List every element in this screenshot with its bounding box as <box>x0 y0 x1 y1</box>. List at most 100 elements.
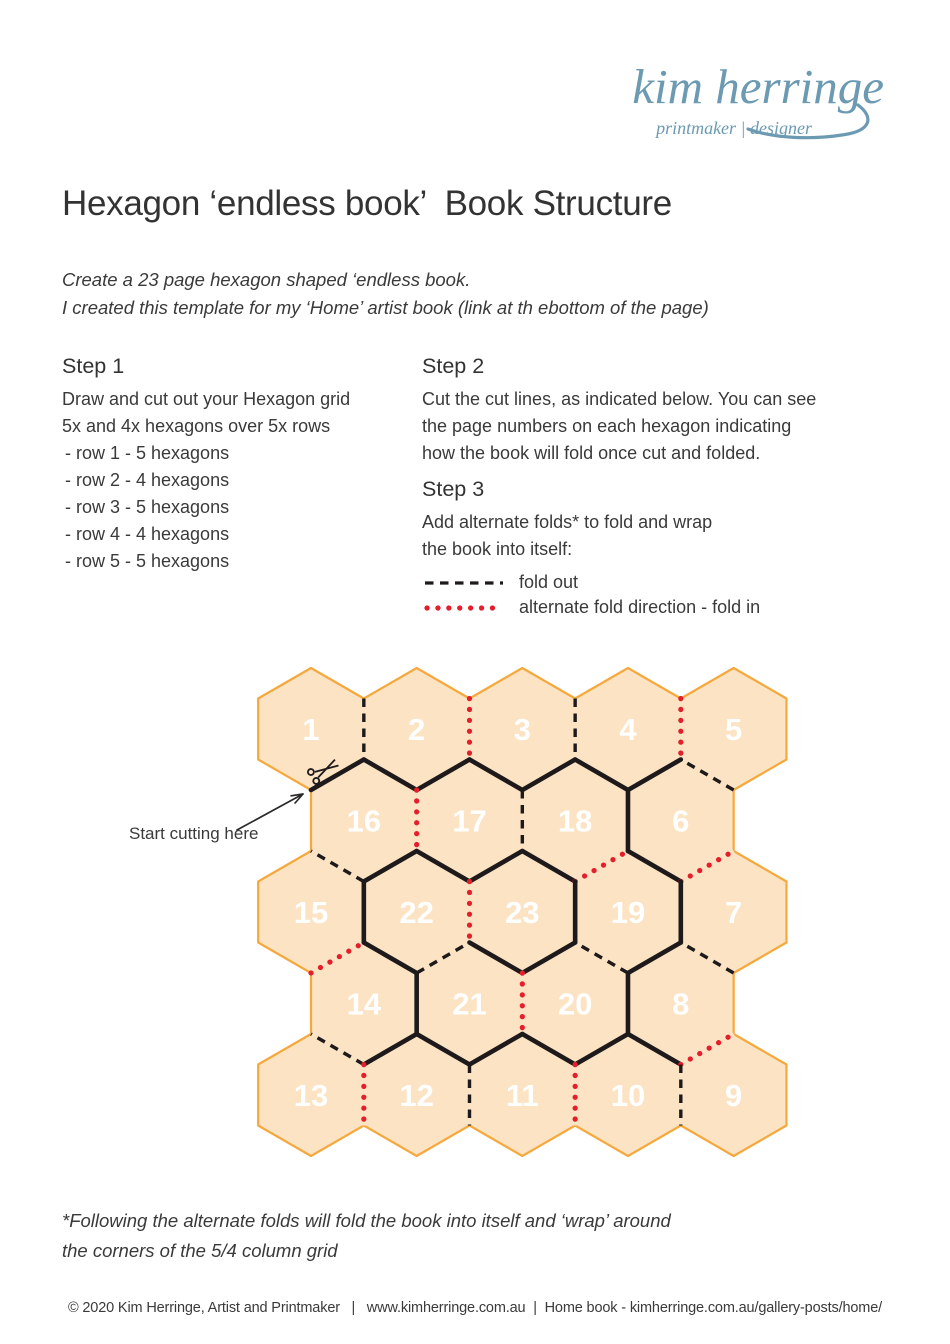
edge-18-23-cut <box>520 848 578 884</box>
step1-row-item-3: - row 3 - 5 hexagons <box>65 497 230 517</box>
edge-23-20-cut <box>520 940 578 976</box>
hexagon-outline-15 <box>257 849 365 975</box>
edge-16-22-cut <box>361 848 419 884</box>
edge-1-16-cut <box>308 757 367 793</box>
hexagon-outline-11 <box>468 1032 577 1158</box>
hexagon-9 <box>680 1034 787 1156</box>
hexagon-19 <box>575 851 681 973</box>
hexagon-3 <box>469 668 576 790</box>
hex-number-7: 7 <box>725 895 742 930</box>
start-cutting-label: Start cutting here <box>129 824 258 843</box>
edge-2-17-cut <box>414 757 472 793</box>
annotations: Start cutting here <box>129 759 339 843</box>
legend-fold-out-label: fold out <box>519 572 579 592</box>
edge-16-2-cut <box>361 757 419 793</box>
hexagon-13 <box>258 1034 364 1156</box>
fold-in-dots-sample-icon <box>424 604 505 611</box>
edge-4-6-cut <box>625 757 684 793</box>
step3-section: Step 3 Add alternate folds* to fold and … <box>422 477 712 563</box>
edge-20-11-cut <box>520 1031 578 1067</box>
hexagon-14 <box>311 942 417 1065</box>
hexagon-outline-23 <box>468 849 577 975</box>
hex-number-14: 14 <box>347 987 382 1022</box>
logo-tagline: printmaker | designer <box>656 118 812 138</box>
edge-3-18-cut <box>520 757 578 793</box>
footnote-line-1: *Following the alternate folds will fold… <box>62 1210 671 1231</box>
hex-number-13: 13 <box>294 1078 328 1113</box>
hexagon-outline-6 <box>626 758 735 883</box>
step2-line-3: how the book will fold once cut and fold… <box>422 443 761 463</box>
hexagon-21 <box>416 942 523 1065</box>
hexagon-outline-21 <box>415 941 524 1066</box>
hex-number-9: 9 <box>725 1078 742 1113</box>
hexagon-outline-5 <box>679 666 788 792</box>
hexagon-outline-18 <box>521 758 630 883</box>
hexagon-22 <box>363 851 470 973</box>
intro-text: Create a 23 page hexagon shaped ‘endless… <box>62 266 709 322</box>
step3-line-1: Add alternate folds* to fold and wrap <box>422 512 713 532</box>
hex-number-8: 8 <box>672 987 689 1022</box>
fold-out-dash-sample-icon <box>425 580 503 585</box>
hexagon-outline-10 <box>574 1032 682 1158</box>
step2-heading: Step 2 <box>422 354 485 378</box>
legend-fold-in-row: alternate fold direction - fold in <box>422 597 760 618</box>
edge-14-13-fold-out <box>310 1032 365 1066</box>
step1-heading: Step 1 <box>62 354 125 378</box>
hex-number-4: 4 <box>619 712 637 747</box>
edge-20-10-cut <box>572 1031 631 1067</box>
hexagon-7 <box>680 851 787 973</box>
footnote-text: *Following the alternate folds will fold… <box>62 1206 671 1266</box>
hex-number-22: 22 <box>399 895 433 930</box>
edge-17-23-cut <box>467 848 525 884</box>
hex-number-21: 21 <box>452 987 486 1022</box>
edge-6-7-fold-in <box>678 848 737 885</box>
hexagon-20 <box>522 942 628 1065</box>
hexagon-1 <box>258 668 364 790</box>
hexagon-outline-7 <box>679 849 788 975</box>
hex-number-10: 10 <box>611 1078 645 1113</box>
hex-outlines <box>257 666 788 1158</box>
edge-16-15-fold-out <box>310 849 365 883</box>
hexagon-outline-2 <box>362 666 471 792</box>
page-title: Hexagon ‘endless book’ Book Structure <box>62 184 672 223</box>
step2-section: Step 2 Cut the cut lines, as indicated b… <box>422 354 862 467</box>
edge-22-21-fold-out <box>415 941 471 975</box>
hexagon-outline-4 <box>574 666 682 792</box>
hexagon-outline-3 <box>468 666 577 792</box>
logo-swoosh-icon <box>746 103 870 140</box>
hex-number-19: 19 <box>611 895 645 930</box>
legend-fold-in-label: alternate fold direction - fold in <box>519 597 761 617</box>
hexagon-outline-9 <box>679 1032 788 1158</box>
hex-number-12: 12 <box>399 1078 433 1113</box>
hex-number-11: 11 <box>506 1078 539 1113</box>
hex-number-6: 6 <box>672 804 689 839</box>
edge-18-19-fold-in <box>572 848 631 885</box>
hexagon-15 <box>258 851 364 973</box>
hexagon-4 <box>575 668 681 790</box>
hex-number-20: 20 <box>558 987 592 1022</box>
legend-fold-out-row: fold out <box>422 572 578 593</box>
step1-row-item-1: - row 1 - 5 hexagons <box>65 443 230 463</box>
hexagon-outline-14 <box>309 941 418 1066</box>
step1-line-1: Draw and cut out your Hexagon grid <box>62 389 351 409</box>
hexagon-17 <box>416 759 523 882</box>
hexagon-6 <box>627 759 734 882</box>
intro-line-2: I created this template for my ‘Home’ ar… <box>62 297 709 318</box>
step3-line-2: the book into itself: <box>422 539 573 559</box>
edge-7-8-fold-out <box>679 941 735 975</box>
edge-17-3-cut <box>467 757 525 793</box>
hexagon-outline-20 <box>521 941 630 1066</box>
hex-number-16: 16 <box>347 804 381 839</box>
logo-kim-herringe: kim herringe <box>632 59 884 114</box>
hex-number-2: 2 <box>408 712 425 747</box>
edge-6-19-cut <box>625 848 684 884</box>
hexagon-outline-1 <box>257 666 365 792</box>
edge-19-8-cut <box>625 940 684 976</box>
footer-text: © 2020 Kim Herringe, Artist and Printmak… <box>67 1300 883 1316</box>
hexagon-outline-12 <box>362 1032 471 1158</box>
footnote-line-2: the corners of the 5/4 column grid <box>62 1240 338 1261</box>
hexagon-outline-13 <box>257 1032 365 1158</box>
hex-number-3: 3 <box>514 712 531 747</box>
